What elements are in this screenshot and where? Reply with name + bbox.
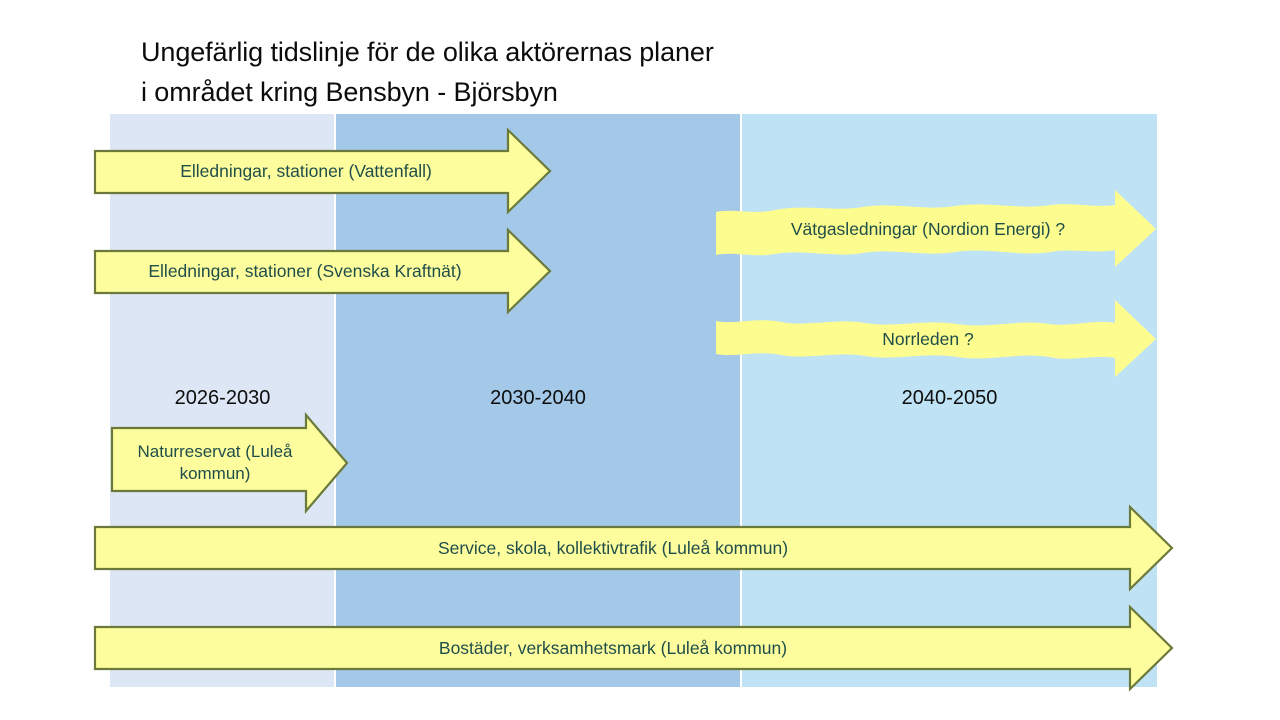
arrow-shape xyxy=(93,227,552,315)
arrow-shape xyxy=(93,504,1174,592)
period-label-1: 2026-2030 xyxy=(174,387,271,409)
arrow-bostader-verksamhetsmark: Bostäder, verksamhetsmark (Luleå kommun) xyxy=(93,604,1175,692)
timeline-band-2030-2040 xyxy=(335,114,741,687)
arrow-norrleden: Norrleden ? xyxy=(713,298,1158,380)
timeline-band-2026-2030 xyxy=(110,114,335,687)
arrow-shape xyxy=(93,127,552,215)
page-title: Ungefärlig tidslinje för de olika aktöre… xyxy=(141,37,714,107)
band-divider-1 xyxy=(334,114,336,687)
arrow-shape xyxy=(110,412,349,514)
arrow-naturreservat-lulea-kommun: Naturreservat (Luleå kommun) xyxy=(110,412,350,514)
arrow-shape xyxy=(93,604,1174,692)
band-divider-2 xyxy=(740,114,742,687)
arrow-elledningar-vattenfall: Elledningar, stationer (Vattenfall) xyxy=(93,127,553,215)
period-label-2: 2030-2040 xyxy=(490,387,586,409)
arrow-elledningar-svenska-kraftnat: Elledningar, stationer (Svenska Kraftnät… xyxy=(93,227,553,315)
period-label-3: 2040-2050 xyxy=(901,387,998,409)
arrow-service-skola-kollektivtrafik: Service, skola, kollektivtrafik (Luleå k… xyxy=(93,504,1175,592)
arrow-shape xyxy=(716,300,1156,377)
arrow-vatgasledningar-nordion-energi: Vätgasledningar (Nordion Energi) ? xyxy=(713,188,1158,270)
arrow-shape xyxy=(716,190,1156,267)
